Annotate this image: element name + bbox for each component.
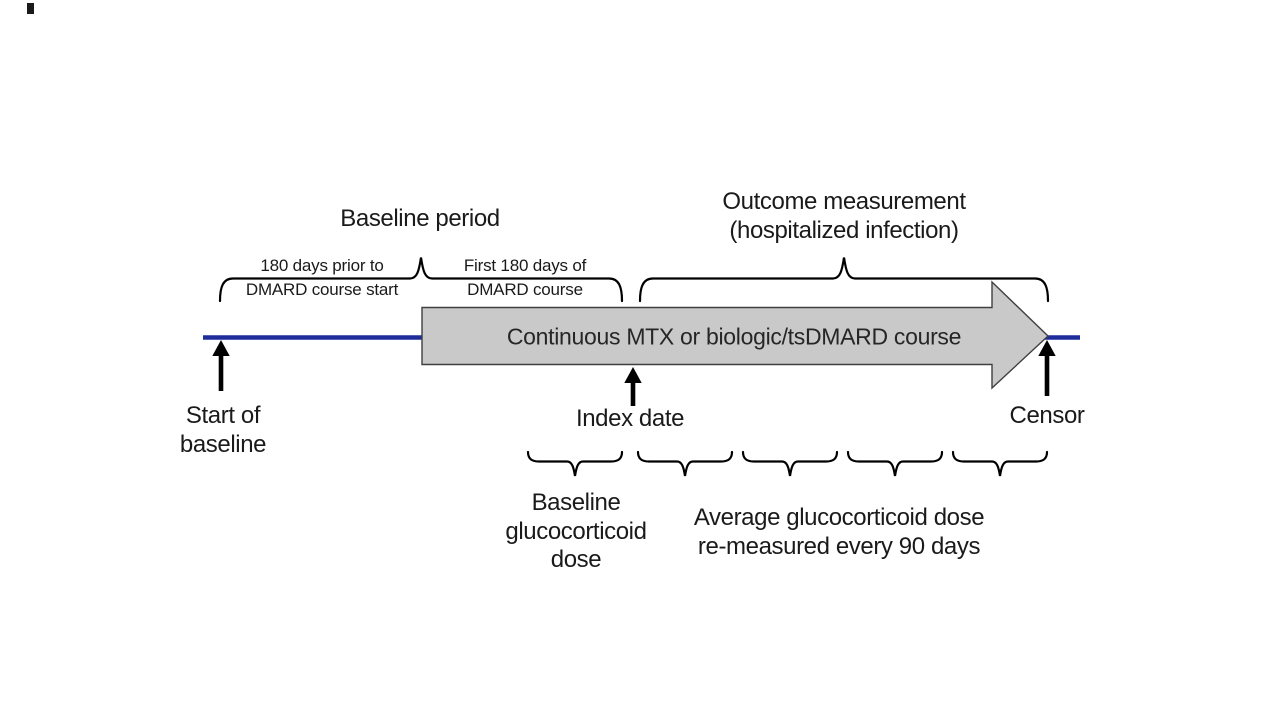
post-index-window-line1: First 180 days of — [463, 256, 587, 275]
outcome-measurement-line1: Outcome measurement — [722, 188, 966, 215]
baseline-gc-dose-line1: Baseline — [531, 489, 621, 516]
course-arrow-shape — [421, 280, 1050, 390]
baseline-period-brace — [218, 257, 624, 303]
start-of-baseline-line2: baseline — [179, 430, 267, 458]
baseline-gc-interval-brace — [526, 450, 624, 477]
start-of-baseline-line1: Start of — [185, 402, 261, 429]
pre-index-window-line2: DMARD course start — [245, 279, 399, 299]
censor-label: Censor — [1009, 402, 1085, 429]
gc-interval-brace-2 — [741, 450, 839, 477]
outcome-measurement-brace — [638, 257, 1050, 303]
baseline-gc-dose-label: Baseline glucocorticoid dose — [505, 489, 647, 575]
index-date-arrow-icon — [624, 367, 642, 406]
post-index-window-label: First 180 days of DMARD course — [464, 254, 586, 301]
baseline-gc-dose-line2: glucocorticoid — [505, 517, 647, 545]
avg-gc-dose-line1: Average glucocorticoid dose — [693, 504, 985, 531]
pre-index-window-label: 180 days prior to DMARD course start — [246, 254, 398, 301]
start-of-baseline-label: Start of baseline — [179, 402, 267, 459]
course-arrow-label: Continuous MTX or biologic/tsDMARD cours… — [506, 323, 962, 350]
outcome-measurement-label: Outcome measurement (hospitalized infect… — [722, 188, 966, 245]
outcome-measurement-line2: (hospitalized infection) — [729, 216, 959, 244]
censor-arrow-icon — [1038, 340, 1056, 396]
avg-gc-dose-label: Average glucocorticoid dose re-measured … — [693, 504, 985, 561]
index-date-label: Index date — [575, 405, 685, 432]
gc-interval-brace-3 — [846, 450, 944, 477]
gc-interval-brace-1 — [636, 450, 734, 477]
gc-interval-brace-4 — [951, 450, 1049, 477]
baseline-period-label: Baseline period — [340, 205, 500, 232]
baseline-gc-dose-line3: dose — [550, 546, 602, 573]
avg-gc-dose-line2: re-measured every 90 days — [697, 532, 981, 560]
start-of-baseline-arrow-icon — [212, 340, 230, 391]
pre-index-window-line1: 180 days prior to — [260, 256, 384, 275]
stray-ink-mark — [27, 3, 34, 14]
post-index-window-line2: DMARD course — [467, 279, 583, 299]
